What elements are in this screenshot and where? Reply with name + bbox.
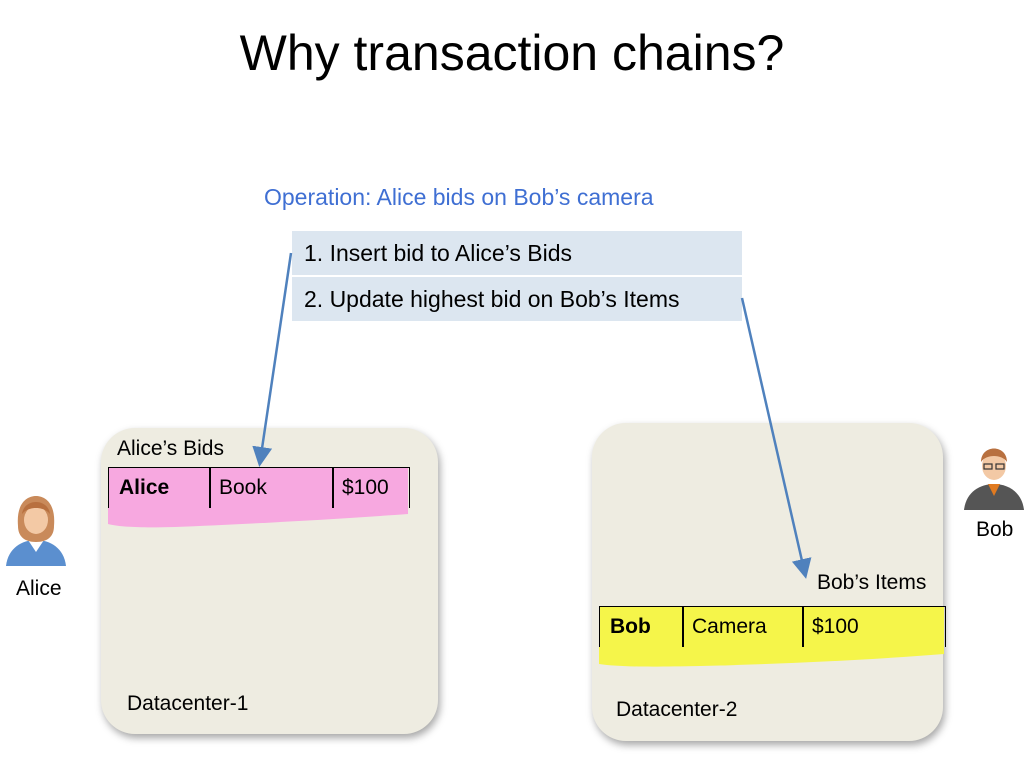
cell-divider	[209, 468, 211, 508]
cell-divider	[332, 468, 334, 508]
cell-camera: Camera	[692, 615, 767, 638]
cell-divider	[802, 607, 804, 647]
alices-bids-table: Alice Book $100	[108, 467, 410, 508]
alice-label: Alice	[16, 577, 62, 600]
cell-divider	[682, 607, 684, 647]
cell-amount: $100	[342, 476, 389, 499]
datacenter-2-label: Datacenter-2	[616, 698, 738, 721]
bobs-items-label: Bob’s Items	[817, 571, 927, 594]
cell-book: Book	[219, 476, 267, 499]
step-2: 2. Update highest bid on Bob’s Items	[292, 277, 742, 321]
operation-label: Operation: Alice bids on Bob’s camera	[264, 184, 654, 210]
alices-bids-label: Alice’s Bids	[117, 437, 224, 460]
cell-alice: Alice	[119, 476, 170, 499]
step-1: 1. Insert bid to Alice’s Bids	[292, 231, 742, 275]
datacenter-1-label: Datacenter-1	[127, 692, 249, 715]
cell-bob: Bob	[610, 615, 651, 638]
bob-label: Bob	[976, 518, 1014, 541]
slide-title: Why transaction chains?	[239, 25, 785, 81]
cell-amount: $100	[812, 615, 859, 638]
bobs-items-table: Bob Camera $100	[599, 606, 946, 647]
